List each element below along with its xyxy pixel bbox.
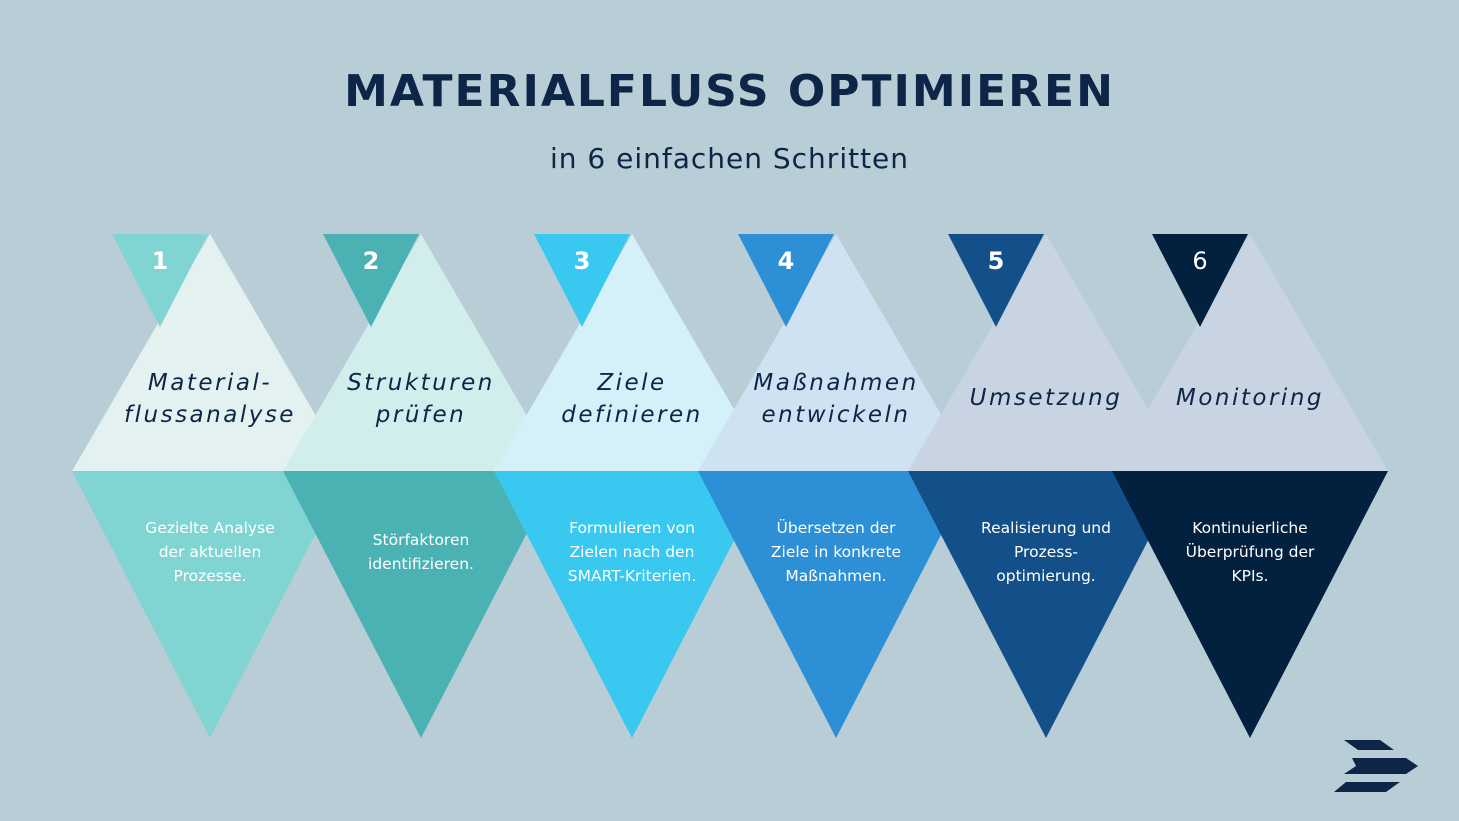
step-number: 3	[573, 247, 591, 275]
step-description: Übersetzen der Ziele in konkrete Maßnahm…	[770, 519, 902, 585]
step-title: Maßnahmen entwickeln	[753, 370, 919, 428]
step-upper-triangle	[72, 234, 348, 471]
stripes-logo-icon	[1334, 740, 1418, 792]
step-lower-triangle	[908, 471, 1184, 738]
step-title: Strukturen prüfen	[347, 370, 495, 428]
step-lower-triangle	[283, 471, 559, 738]
step-lower-triangle	[494, 471, 770, 738]
step-upper-triangle	[698, 234, 974, 471]
step-number: 5	[987, 247, 1005, 275]
step-number-tab	[738, 234, 834, 327]
step-description: Störfaktoren identifizieren.	[368, 531, 474, 573]
step-description: Formulieren von Zielen nach den SMART-Kr…	[567, 519, 697, 585]
step-title: Material- flussanalyse	[124, 370, 296, 428]
step-number-tab	[112, 234, 208, 327]
page-subtitle: in 6 einfachen Schritten	[549, 142, 910, 175]
step-lower-triangle	[698, 471, 974, 738]
step-description: Kontinuierliche Überprüfung der KPIs.	[1185, 519, 1315, 585]
step-upper-triangle	[1112, 234, 1388, 471]
step-upper-triangle	[494, 234, 770, 471]
step-title: Ziele definieren	[561, 370, 703, 428]
step-lower-triangle	[1112, 471, 1388, 738]
step-number: 2	[362, 247, 380, 275]
step-upper-triangle	[908, 234, 1184, 471]
step-upper-triangle	[283, 234, 559, 471]
step-number: 4	[777, 247, 795, 275]
step-number-tab	[534, 234, 630, 327]
step-number: 6	[1192, 247, 1208, 275]
step-number-tab	[323, 234, 419, 327]
step-title: Umsetzung	[969, 385, 1123, 411]
step-number: 1	[151, 247, 169, 275]
step-description: Realisierung und Prozess- optimierung.	[981, 519, 1111, 585]
page-title: MATERIALFLUSS OPTIMIEREN	[344, 66, 1115, 117]
step-lower-triangle	[72, 471, 348, 738]
step-description: Gezielte Analyse der aktuellen Prozesse.	[145, 519, 275, 585]
step-number-tab	[948, 234, 1044, 327]
step-number-tab	[1152, 234, 1248, 327]
step-title: Monitoring	[1176, 385, 1324, 411]
